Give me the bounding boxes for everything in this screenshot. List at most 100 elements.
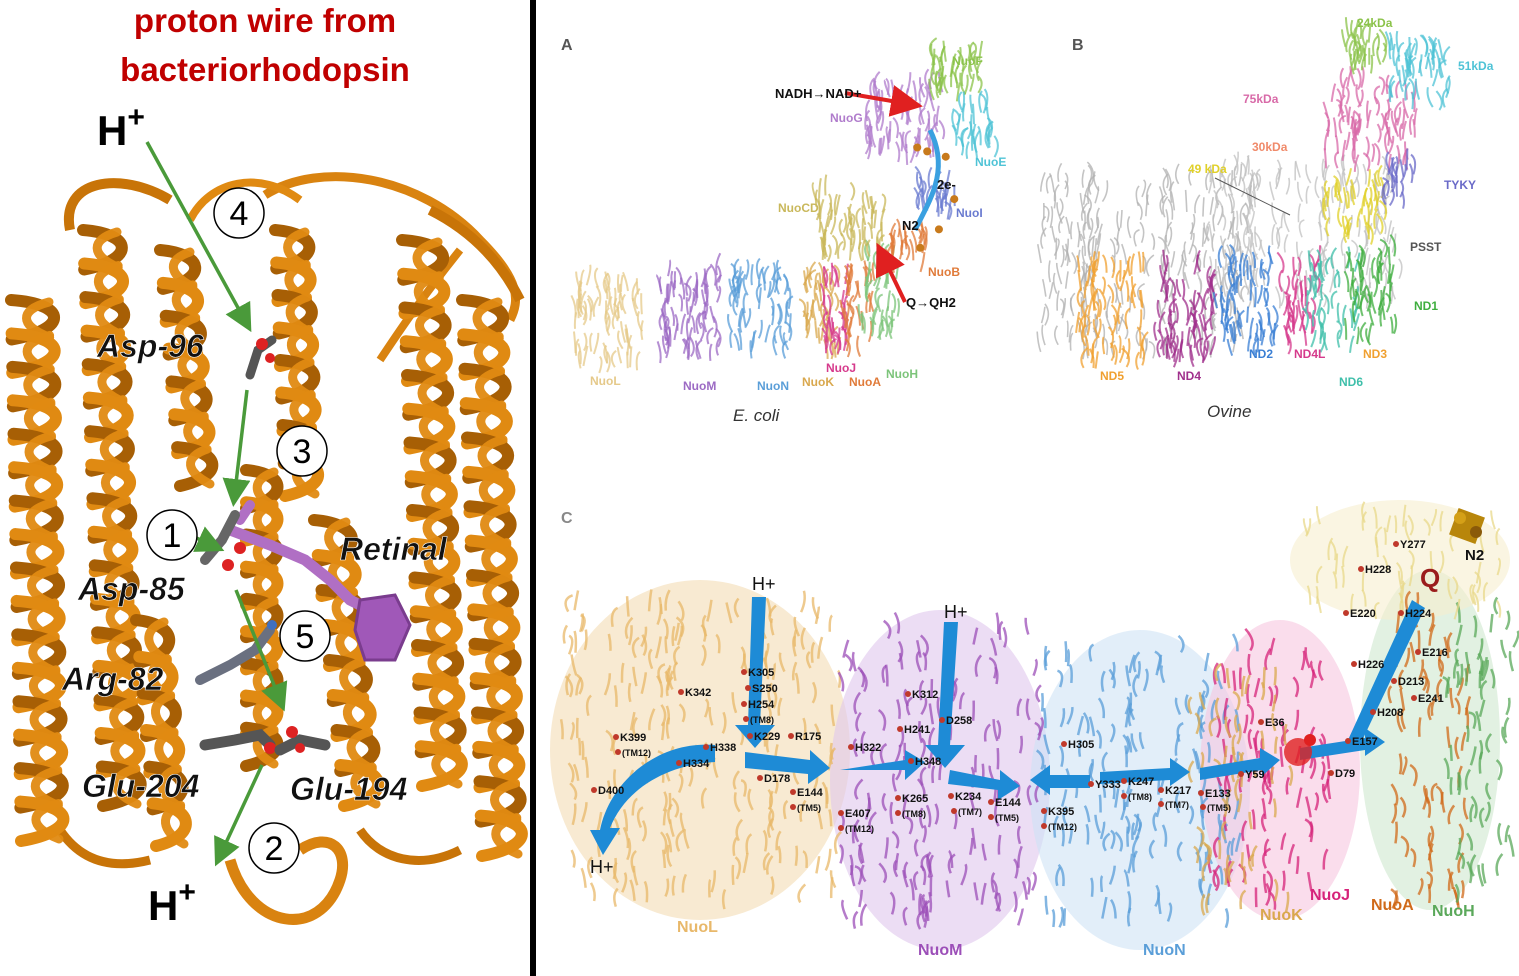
protein-texture [1269, 329, 1275, 347]
protein-texture [1240, 161, 1247, 182]
protein-texture [1043, 734, 1051, 755]
protein-texture [1270, 766, 1275, 785]
protein-texture [1278, 269, 1284, 292]
protein-texture [1214, 258, 1217, 280]
protein-texture [988, 656, 998, 679]
protein-texture [1162, 167, 1169, 189]
protein-texture [1097, 697, 1106, 719]
protein-texture [1410, 153, 1417, 175]
protein-texture [895, 141, 901, 163]
subunit-label-nuon: NuoN [757, 379, 789, 393]
proton-in-arrow-l [735, 597, 775, 748]
protein-texture [1048, 260, 1052, 283]
protein-texture [1343, 253, 1346, 274]
protein-texture [577, 737, 582, 756]
subunit-label-nd4l: ND4L [1294, 347, 1325, 361]
protein-texture [606, 288, 611, 308]
protein-texture [767, 806, 775, 827]
protein-texture [1251, 809, 1256, 830]
protein-texture [1024, 617, 1030, 635]
protein-texture [1254, 231, 1262, 251]
protein-texture [573, 630, 578, 653]
protein-texture [814, 189, 819, 207]
protein-texture [860, 730, 866, 754]
protein-texture [1335, 269, 1341, 288]
protein-texture [1367, 322, 1373, 343]
protein-texture [1475, 561, 1482, 584]
protein-texture [1163, 285, 1170, 303]
protein-texture [685, 317, 690, 341]
protein-texture [1174, 163, 1180, 185]
protein-texture [1327, 537, 1334, 561]
protein-texture [973, 882, 979, 901]
protein-texture [960, 863, 968, 886]
protein-texture [627, 625, 633, 646]
protein-texture [1356, 208, 1363, 228]
residue-atom [988, 814, 994, 820]
residue-label: H338 [710, 742, 736, 754]
residue-atom [788, 733, 794, 739]
protein-texture [1253, 286, 1257, 308]
protein-texture [1154, 650, 1162, 671]
protein-texture [1350, 593, 1355, 615]
protein-texture [797, 883, 807, 904]
protein-texture [1169, 308, 1173, 326]
protein-texture [1400, 163, 1407, 183]
svg-text:3: 3 [293, 433, 312, 471]
protein-texture [640, 626, 648, 648]
protein-texture [863, 226, 868, 247]
helix-turn [31, 799, 64, 844]
protein-texture [1412, 118, 1416, 138]
protein-texture [617, 330, 624, 350]
protein-texture [1315, 506, 1321, 525]
svg-text:4: 4 [230, 195, 249, 233]
protein-texture [1349, 53, 1355, 75]
protein-texture [828, 315, 834, 335]
protein-texture [1399, 159, 1405, 177]
fes-cluster [941, 152, 950, 161]
protein-texture [1106, 295, 1112, 318]
protein-texture [632, 865, 639, 886]
protein-texture [1485, 782, 1492, 800]
protein-texture [956, 49, 965, 72]
protein-texture [766, 280, 772, 299]
helix-turn [146, 797, 192, 852]
protein-texture [1346, 216, 1353, 236]
residue-atom [591, 787, 597, 793]
protein-texture [1233, 714, 1239, 733]
protein-texture [1447, 578, 1453, 600]
residue-label: E241 [1418, 693, 1444, 705]
protein-texture [567, 634, 574, 655]
protein-texture [1350, 115, 1356, 134]
protein-texture [1481, 863, 1487, 884]
protein-texture [695, 312, 702, 335]
protein-texture [1438, 550, 1445, 574]
protein-texture [925, 804, 932, 828]
protein-texture [1124, 696, 1131, 715]
asp96-sidechain [245, 335, 277, 380]
protein-texture [701, 614, 708, 637]
protein-texture [626, 351, 629, 369]
protein-texture [1455, 624, 1463, 646]
protein-texture [1334, 553, 1339, 575]
protein-texture [1330, 540, 1337, 561]
protein-texture [1110, 304, 1119, 326]
protein-texture [1353, 154, 1360, 172]
protein-texture [910, 230, 918, 253]
residue-label: D258 [946, 715, 972, 727]
protein-texture [1445, 76, 1451, 98]
protein-texture [1367, 186, 1373, 209]
protein-texture [1233, 275, 1238, 296]
residue-atom [741, 669, 747, 675]
protein-texture [1285, 177, 1291, 195]
protein-texture [1087, 235, 1096, 256]
protein-texture [620, 274, 624, 292]
protein-texture [670, 306, 676, 327]
protein-texture [1113, 236, 1120, 255]
protein-texture [1130, 253, 1136, 275]
residue-label: D213 [1398, 676, 1424, 688]
protein-texture [971, 700, 975, 721]
protein-texture [576, 673, 584, 695]
protein-texture [814, 606, 821, 625]
